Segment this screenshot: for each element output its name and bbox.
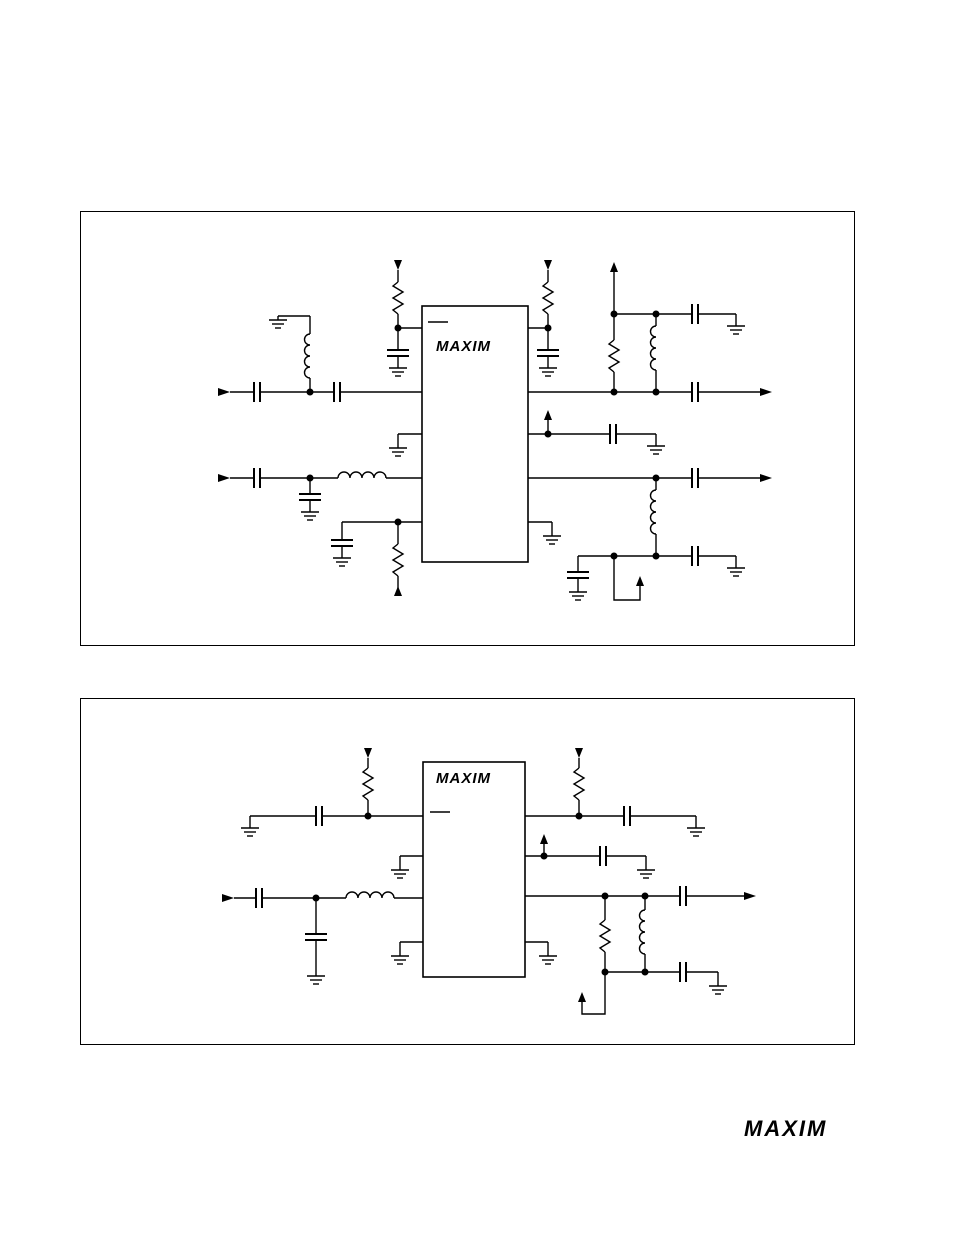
supply-arrow-2 [544, 260, 552, 270]
input-arrow-3 [222, 894, 234, 902]
output-arrow-2 [760, 474, 772, 482]
supply-arrow-1 [394, 260, 402, 270]
circuit-2 [222, 748, 756, 1014]
supply-arrow-4 [544, 410, 552, 420]
footer-logo: MAXIM [744, 1116, 827, 1142]
bias-arrow-3 [578, 992, 586, 1002]
resistor-r3 [543, 282, 553, 314]
inductor-l3 [651, 326, 657, 370]
inductor-l1 [305, 334, 310, 378]
supply-arrow-5 [364, 748, 372, 758]
ic-2 [423, 762, 525, 977]
resistor-r7 [600, 920, 610, 952]
supply-arrow-6 [575, 748, 583, 758]
resistor-r4 [609, 340, 619, 372]
input-arrow-2 [218, 474, 230, 482]
circuit-1 [218, 260, 772, 600]
inductor-l5 [346, 892, 394, 898]
bias-arrow-1 [394, 586, 402, 596]
inductor-l4 [651, 490, 657, 534]
inductor-l6 [640, 910, 646, 954]
supply-arrow-7 [540, 834, 548, 844]
output-arrow-1 [760, 388, 772, 396]
resistor-r6 [574, 768, 584, 800]
bias-arrow-2 [636, 576, 644, 586]
ic-1-logo: MAXIM [436, 338, 491, 355]
resistor-r2 [393, 544, 403, 576]
resistor-r1 [393, 282, 403, 314]
supply-arrow-3 [610, 262, 618, 272]
resistor-r5 [363, 768, 373, 800]
input-arrow-1 [218, 388, 230, 396]
inductor-l2 [338, 472, 386, 478]
output-arrow-3 [744, 892, 756, 900]
ic-2-logo: MAXIM [436, 770, 491, 787]
